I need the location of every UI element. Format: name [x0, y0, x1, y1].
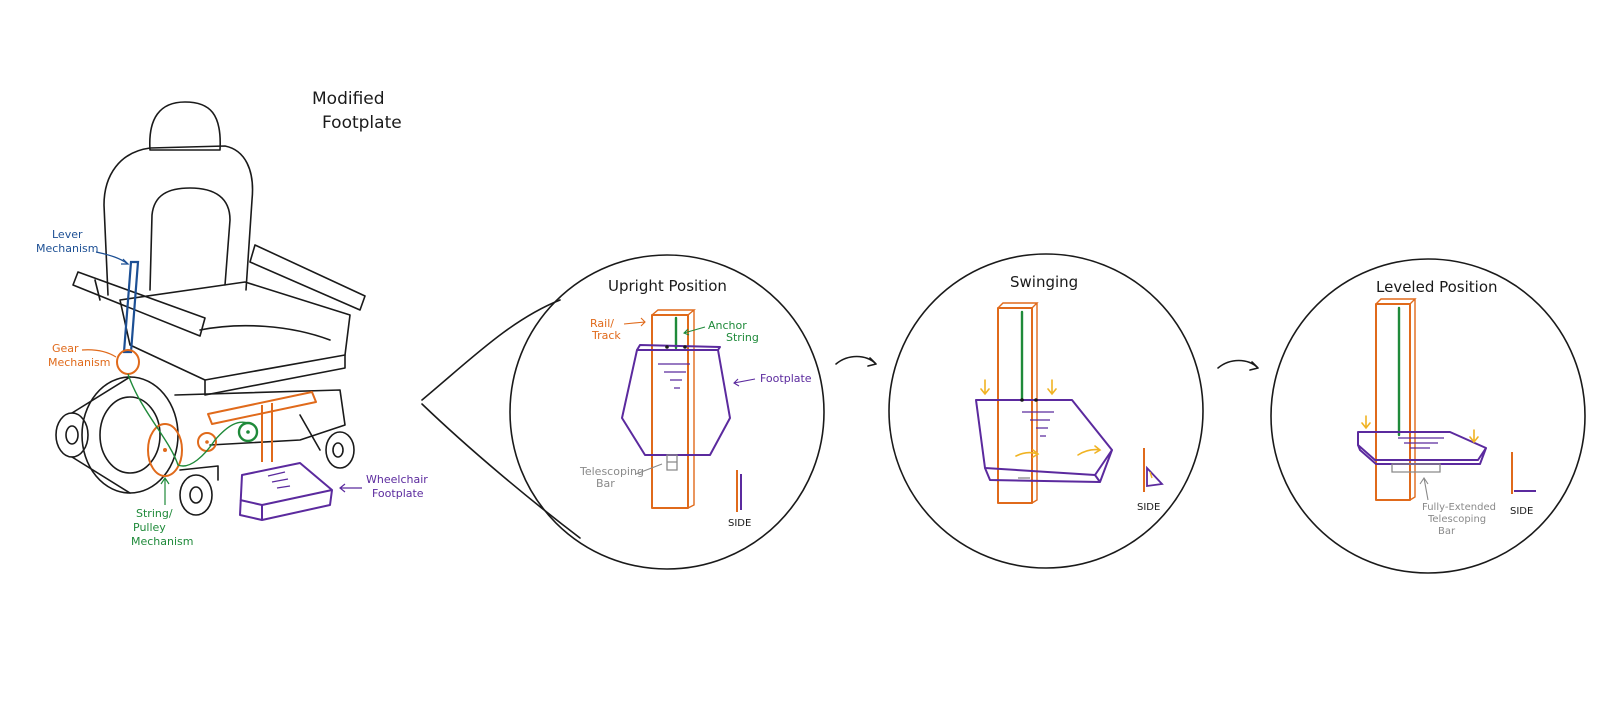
- rail-track: [651, 309, 696, 509]
- wheelchair-footplate: [239, 462, 333, 521]
- panel-upright-position: Upright Position Rail/ Track Anchor Stri…: [509, 254, 825, 570]
- side-view-swinging: SIDE: [1137, 448, 1164, 513]
- label-telescoping-bar: Telescoping Bar: [579, 463, 663, 490]
- label-wheelchair-footplate: Wheelchair Footplate: [339, 473, 428, 500]
- footplate-label-line-2: Footplate: [372, 487, 424, 500]
- svg-text:Rail/: Rail/: [590, 317, 614, 330]
- telescoping-bar: [666, 454, 678, 471]
- arrow-to-swinging: [835, 355, 877, 367]
- side-label-upright: SIDE: [728, 518, 751, 529]
- svg-text:Telescoping: Telescoping: [1427, 514, 1486, 525]
- rail-track-swinging: [997, 307, 1033, 504]
- gear-label-line-1: Gear: [52, 342, 79, 355]
- svg-text:Bar: Bar: [596, 477, 615, 490]
- svg-text:Telescoping: Telescoping: [579, 465, 644, 478]
- svg-text:Anchor: Anchor: [708, 319, 747, 332]
- svg-text:Fully-Extended: Fully-Extended: [1422, 502, 1496, 513]
- zoom-callout-lines: [421, 299, 581, 539]
- arrow-to-leveled: [1217, 359, 1259, 371]
- panel-leveled-position: Leveled Position Fully-Extended Telescop…: [1270, 258, 1586, 574]
- panel-upright-title: Upright Position: [608, 277, 727, 295]
- wheelchair-sketch: [55, 101, 366, 521]
- panel-swinging: Swinging SIDE: [888, 253, 1204, 569]
- swinging-footplate: [975, 398, 1113, 483]
- label-rail-track: Rail/ Track: [590, 317, 646, 342]
- rail-track-leveled: [1375, 303, 1411, 501]
- label-gear-mechanism: Gear Mechanism: [48, 342, 117, 369]
- label-fully-extended-telescoping-bar: Fully-Extended Telescoping Bar: [1419, 477, 1496, 537]
- label-footplate: Footplate: [733, 372, 812, 387]
- lever-label-line-2: Mechanism: [36, 242, 99, 255]
- side-label-leveled: SIDE: [1510, 506, 1533, 517]
- svg-text:Bar: Bar: [1438, 526, 1456, 537]
- title-line-1: Modified: [312, 89, 385, 109]
- string-label-line-1: String/: [136, 507, 173, 520]
- panel-leveled-title: Leveled Position: [1376, 278, 1498, 296]
- svg-text:String: String: [726, 331, 759, 344]
- label-anchor-string: Anchor String: [683, 319, 759, 344]
- gear-label-line-2: Mechanism: [48, 356, 111, 369]
- title-line-2: Footplate: [322, 113, 402, 133]
- label-string-pulley: String/ Pulley Mechanism: [131, 476, 194, 548]
- lever-mechanism: [122, 260, 140, 354]
- label-lever-mechanism: Lever Mechanism: [36, 228, 130, 265]
- diagram-title: Modified Footplate: [312, 89, 402, 133]
- side-label-swinging: SIDE: [1137, 502, 1160, 513]
- string-label-line-3: Mechanism: [131, 535, 194, 548]
- upright-footplate: [621, 344, 731, 456]
- string-pulley-mechanism: [127, 373, 259, 467]
- side-view-leveled: SIDE: [1510, 452, 1536, 517]
- panel-swinging-title: Swinging: [1010, 273, 1078, 291]
- string-label-line-2: Pulley: [133, 521, 166, 534]
- fully-extended-telescoping-bar: [1391, 463, 1441, 473]
- gear-mechanism: [116, 349, 217, 477]
- leveled-footplate: [1357, 431, 1487, 465]
- lever-label-line-1: Lever: [52, 228, 83, 241]
- svg-text:Track: Track: [591, 329, 621, 342]
- side-view-upright: SIDE: [728, 470, 751, 529]
- svg-text:Footplate: Footplate: [760, 372, 812, 385]
- chair-rail: [207, 391, 317, 462]
- footplate-label-line-1: Wheelchair: [366, 473, 428, 486]
